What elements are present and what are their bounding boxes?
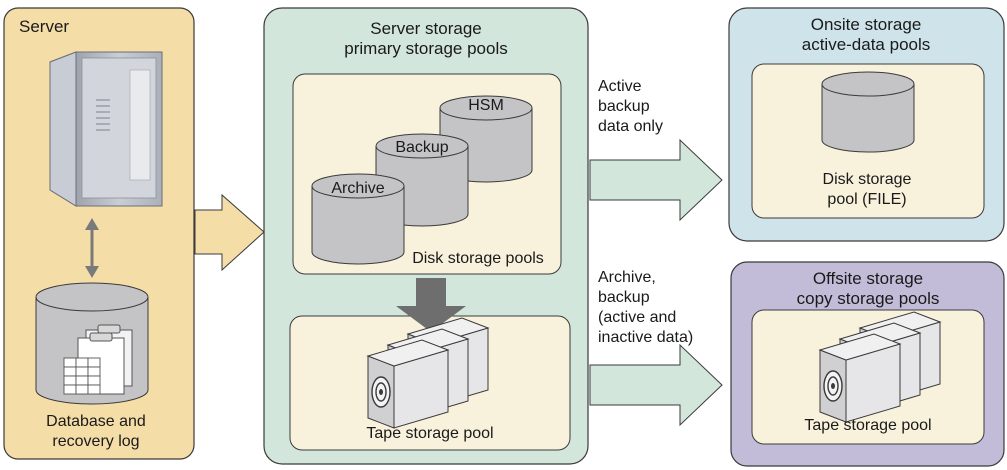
database-label-line1: Database and <box>46 413 146 430</box>
database-label-line2: recovery log <box>52 433 139 450</box>
archive-disk-cylinder <box>311 173 405 265</box>
tape-cartridges-icon <box>366 317 490 429</box>
hsm-label: HSM <box>468 97 504 114</box>
onsite-disk-label-line1: Disk storage <box>823 171 912 188</box>
active-label-line2: backup <box>598 98 650 115</box>
offsite-storage-panel: Offsite storage copy storage pools Tape … <box>730 261 1005 467</box>
server-storage-panel: Server storage primary storage pools HSM… <box>263 7 589 465</box>
disk-storage-pools-caption: Disk storage pools <box>412 250 544 267</box>
backup-label: Backup <box>395 139 448 156</box>
offsite-title-line1: Offsite storage <box>813 269 923 288</box>
tape-storage-pool-label: Tape storage pool <box>366 425 493 442</box>
server-to-storage-arrow <box>194 193 265 272</box>
active-backup-arrow-label: Active backup data only <box>598 78 663 135</box>
server-title: Server <box>19 17 69 36</box>
archive-label-line2: backup <box>598 289 650 306</box>
onsite-title-line1: Onsite storage <box>811 15 922 34</box>
disk-to-tape-arrow <box>396 278 466 332</box>
onsite-title-line2: active-data pools <box>802 35 931 54</box>
server-tower-icon <box>49 51 163 207</box>
to-onsite-arrow <box>589 138 723 222</box>
offsite-title-line2: copy storage pools <box>797 289 940 308</box>
to-offsite-arrow <box>589 343 723 427</box>
primary-tape-cartridge-icon-3 <box>366 339 450 429</box>
offsite-tape-pool-label: Tape storage pool <box>804 417 931 434</box>
archive-label: Archive <box>331 180 384 197</box>
spreadsheet-clipboard-icon <box>63 324 133 395</box>
server-storage-title-line2: primary storage pools <box>344 39 507 58</box>
archive-label-line3: (active and <box>598 309 676 326</box>
server-panel: Server <box>3 7 195 460</box>
archive-backup-arrow-label: Archive, backup (active and inactive dat… <box>598 269 693 346</box>
offsite-tape-cartridge-icon-3 <box>818 333 902 423</box>
onsite-disk-cylinder <box>821 71 915 153</box>
offsite-tape-cartridges-icon <box>818 311 942 423</box>
archive-label-line4: inactive data) <box>598 329 693 346</box>
onsite-storage-panel: Onsite storage active-data pools Disk st… <box>728 7 1005 242</box>
onsite-disk-label-line2: pool (FILE) <box>827 191 906 208</box>
active-label-line3: data only <box>598 118 663 135</box>
archive-label-line1: Archive, <box>598 269 656 286</box>
server-storage-title-line1: Server storage <box>370 19 482 38</box>
active-label-line1: Active <box>598 78 642 95</box>
bidirectional-arrow-icon <box>85 218 99 278</box>
